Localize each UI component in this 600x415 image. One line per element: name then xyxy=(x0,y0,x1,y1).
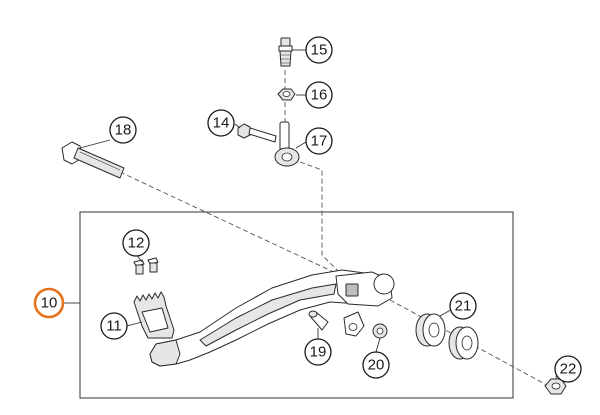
callout-18-label: 18 xyxy=(115,122,132,139)
callout-14: 14 xyxy=(207,109,235,137)
callout-20: 20 xyxy=(362,351,390,379)
nut-22 xyxy=(544,378,567,395)
callout-12: 12 xyxy=(122,229,150,257)
axis-pin-17 xyxy=(299,161,343,276)
callout-21-label: 21 xyxy=(455,298,472,315)
callout-20-label: 20 xyxy=(368,357,385,374)
assembly-frame xyxy=(79,211,514,399)
callout-18: 18 xyxy=(109,116,137,144)
callout-16-label: 16 xyxy=(311,87,328,104)
screw-15 xyxy=(278,37,293,67)
callout-10: 10 xyxy=(33,287,65,319)
callout-15-label: 15 xyxy=(311,42,328,59)
screws-12 xyxy=(133,257,159,275)
callout-19-label: 19 xyxy=(310,344,327,361)
washer-20 xyxy=(372,323,388,339)
callout-15: 15 xyxy=(305,36,333,64)
sleeve-19 xyxy=(308,310,329,331)
callout-17: 17 xyxy=(305,127,333,155)
pin-17 xyxy=(274,121,300,167)
callout-11: 11 xyxy=(100,312,128,340)
callout-16: 16 xyxy=(305,81,333,109)
callout-22: 22 xyxy=(554,355,582,383)
callout-12-label: 12 xyxy=(128,235,145,252)
leader-lines xyxy=(79,49,558,380)
brake-pedal-10 xyxy=(149,269,395,367)
callout-19: 19 xyxy=(304,338,332,366)
bolt-14 xyxy=(237,123,277,143)
bolt-18 xyxy=(61,141,125,179)
callout-11-label: 11 xyxy=(106,318,122,335)
callout-22-label: 22 xyxy=(560,361,577,378)
nut-16 xyxy=(277,88,296,101)
bearings-21 xyxy=(415,313,479,360)
assembly-axes xyxy=(119,70,557,391)
axis-bolt-18 xyxy=(119,171,356,283)
foot-pad-11 xyxy=(133,291,175,339)
callout-10-label: 10 xyxy=(41,295,58,312)
callout-14-label: 14 xyxy=(213,115,230,132)
callout-17-label: 17 xyxy=(311,133,328,150)
callout-21: 21 xyxy=(449,292,477,320)
